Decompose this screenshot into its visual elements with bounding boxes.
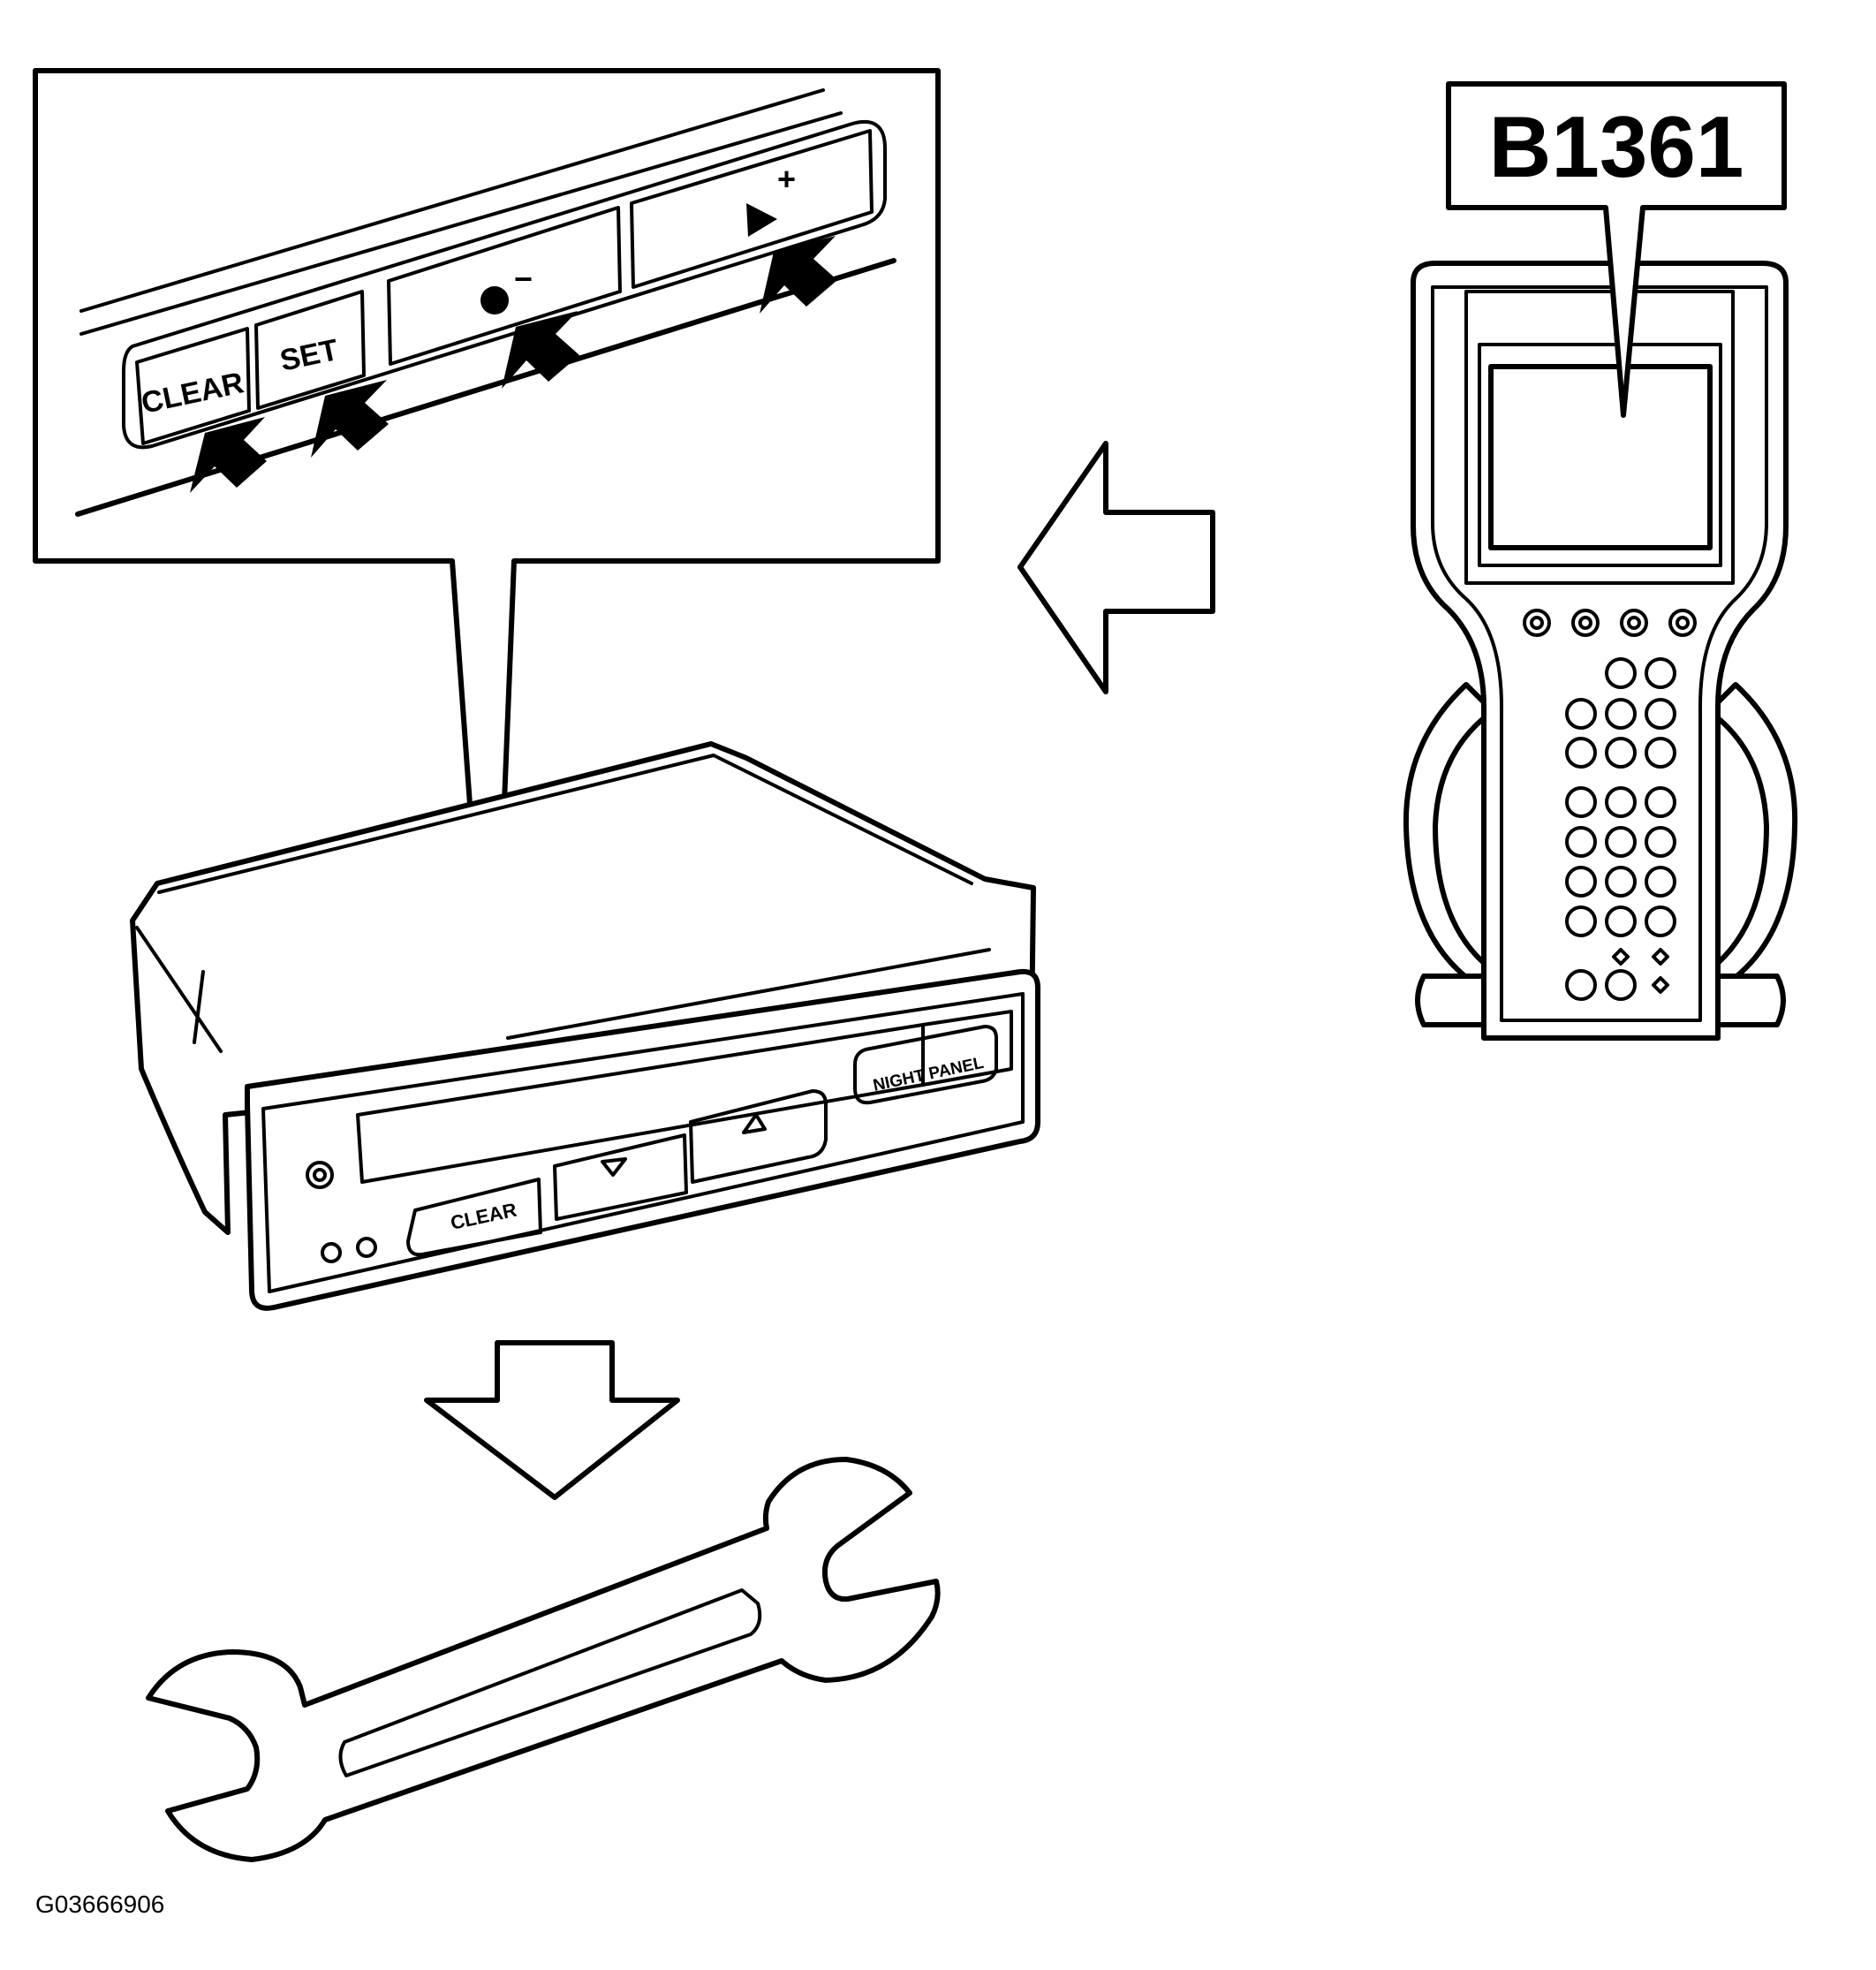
- screw-icon: [306, 1161, 334, 1189]
- unit-up-button: [689, 1089, 828, 1184]
- minus-pointer-arrow: [502, 311, 579, 389]
- figure-id: G03666906: [35, 1890, 164, 1918]
- callout-panel: CLEAR SET − +: [33, 68, 941, 1111]
- scan-tool-soft-keys: [1523, 609, 1697, 637]
- play-triangle-icon: [746, 203, 777, 237]
- hollow-arrow-left-icon: [1017, 441, 1215, 694]
- led-icon: [356, 1237, 377, 1258]
- scan-tool-handle-left: [1403, 682, 1495, 992]
- flow-arrow-down: [424, 1340, 680, 1500]
- set-pointer-arrow: [311, 380, 389, 458]
- callout-button-strip: [122, 119, 887, 450]
- arrow-icon: [311, 380, 389, 458]
- control-unit: CLEAR NIGHT PANEL: [130, 741, 1040, 1311]
- up-triangle-icon: [742, 1113, 767, 1134]
- flow-arrow-left: [1017, 441, 1215, 694]
- callout-plus-label: +: [777, 161, 796, 197]
- unit-front-bezel: [245, 968, 1040, 1311]
- callout-plus-button: +: [630, 129, 874, 289]
- down-triangle-icon: [601, 1157, 627, 1177]
- wrench-icon: [146, 1457, 941, 1862]
- minus-dot-icon: [480, 286, 509, 314]
- wrench: [146, 1457, 941, 1862]
- arrow-icon: [502, 311, 579, 389]
- scan-tool-code: B1361: [1489, 98, 1744, 195]
- scan-tool-handle-right: [1706, 682, 1798, 992]
- arrow-icon: [760, 236, 837, 314]
- plus-pointer-arrow: [760, 236, 837, 314]
- unit-body: [130, 741, 1036, 1235]
- scan-tool-screen: [1488, 364, 1713, 550]
- unit-down-button: [553, 1133, 688, 1221]
- scan-tool-keypad: [1565, 657, 1676, 1001]
- led-icon: [321, 1242, 342, 1263]
- arrow-icon: [190, 417, 267, 493]
- scan-tool-code-callout: [1446, 81, 1787, 418]
- clear-pointer-arrow: [190, 417, 267, 493]
- scan-tool: B1361: [1403, 81, 1798, 1041]
- callout-minus-button: −: [387, 206, 622, 366]
- hollow-arrow-down-icon: [424, 1340, 680, 1500]
- callout-minus-label: −: [514, 261, 533, 297]
- scan-tool-screen-frame: [1464, 290, 1735, 585]
